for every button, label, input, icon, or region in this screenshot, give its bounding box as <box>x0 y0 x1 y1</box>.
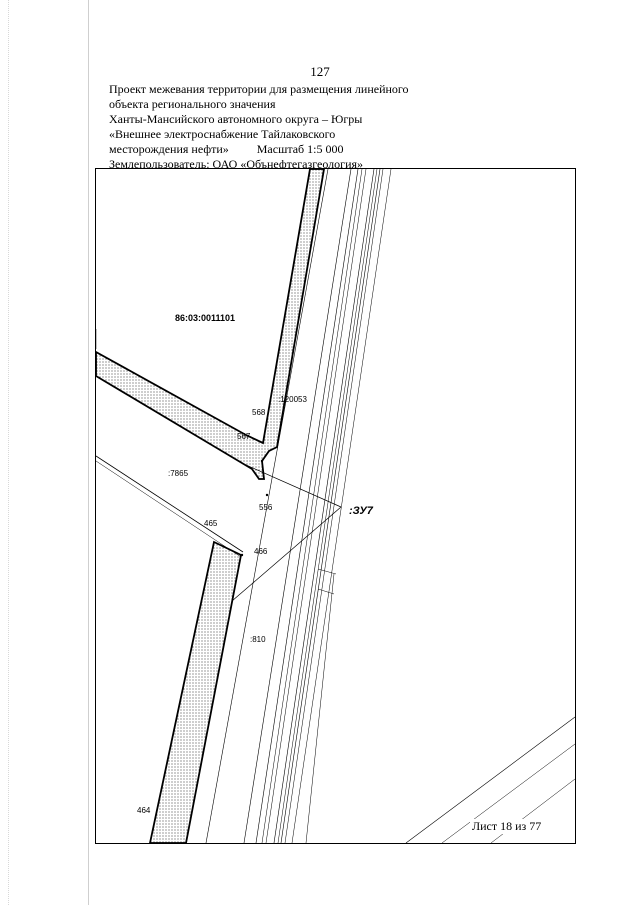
parcel-810-label: :810 <box>250 635 266 644</box>
header-line-2: объекта регионального значения <box>109 97 276 111</box>
header-line-4: «Внешнее электроснабжение Тайлаковского <box>109 127 336 141</box>
document-header: Проект межевания территории для размещен… <box>109 82 429 172</box>
point-567-marker <box>260 459 264 463</box>
hatched-strip-upper <box>96 169 325 480</box>
boundary-556-466 <box>96 455 244 553</box>
point-556-marker <box>265 493 269 497</box>
boundary-bottom-right <box>405 716 575 843</box>
point-464-label: 464 <box>137 806 151 815</box>
header-line-1: Проект межевания территории для размещен… <box>109 82 409 96</box>
zu7-label: :ЗУ7 <box>349 505 374 517</box>
header-line-5-title: месторождения нефти» <box>109 142 229 156</box>
cadastral-block-label: 86:03:0011101 <box>175 313 235 323</box>
parcel-120053-label: :120053 <box>278 395 307 404</box>
header-land-user: Землепользователь: ОАО «Обънефтегазгеоло… <box>109 157 364 171</box>
hatched-strip-lower <box>149 540 243 843</box>
header-line-5: месторождения нефти» Масштаб 1:5 000 <box>109 142 429 157</box>
boundary-bottom-right-2 <box>441 743 575 843</box>
zu7-leader-lower <box>231 506 342 602</box>
point-567-label: 567 <box>237 432 251 441</box>
sheet-number: Лист 18 из 77 <box>470 819 544 834</box>
point-465-label: 465 <box>204 519 218 528</box>
linear-corridor <box>205 169 392 843</box>
zu7-leader-upper <box>245 464 342 508</box>
scan-margin-line <box>88 0 89 905</box>
point-568-label: 568 <box>252 408 266 417</box>
page-number: 127 <box>310 64 330 79</box>
parcel-7865-label: :7865 <box>168 469 189 478</box>
cadastral-map: 86:03:0011101 :120053 568 567 :7865 556 … <box>96 169 575 843</box>
scan-margin-dots <box>8 0 10 905</box>
point-466-label: 466 <box>254 547 268 556</box>
point-556-label: 556 <box>259 503 273 512</box>
point-466-marker <box>240 553 244 557</box>
scale-label: Масштаб 1:5 000 <box>256 142 344 156</box>
boundary-parcel-7865 <box>96 460 242 558</box>
map-frame: 86:03:0011101 :120053 568 567 :7865 556 … <box>95 168 576 844</box>
header-line-3: Ханты-Мансийского автономного округа – Ю… <box>109 112 363 126</box>
